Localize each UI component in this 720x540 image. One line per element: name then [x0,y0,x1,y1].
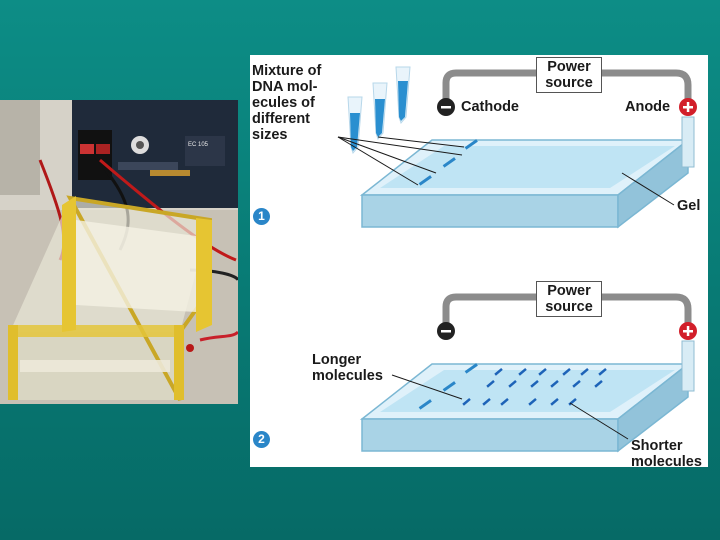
shorter-line-1: Shorter [631,438,683,454]
mixture-line-4: different [252,111,310,127]
anode-label: Anode [625,99,671,115]
diagram-graphics [337,66,697,453]
cathode-label: Cathode [461,99,519,115]
longer-molecules-label: Longer molecules [312,352,383,384]
power-source-line-2: source [545,75,593,91]
dna-bands [462,368,607,406]
electrophoresis-diagram: Mixture of DNA mol- ecules of different … [250,55,708,470]
step-badge-2: 2 [253,431,270,448]
mixture-line-5: sizes [252,127,288,143]
shorter-molecules-label: Shorter molecules [631,438,702,470]
mixture-line-2: DNA mol- [252,79,318,95]
power-source-line-1b: Power [547,283,591,299]
apparatus-illustration: EC 105 [0,100,238,404]
mixture-line-3: ecules of [252,95,315,111]
power-source-box-2: Power source [536,281,602,317]
mixture-label: Mixture of DNA mol- ecules of different … [252,63,321,143]
device-label: EC 105 [188,142,209,148]
power-source-box-1: Power source [536,57,602,93]
well-2 [442,157,456,168]
gel-label: Gel [677,198,701,214]
well-1 [418,175,432,186]
power-source-line-1: Power [547,59,591,75]
step-badge-1: 1 [253,208,270,225]
power-source-line-2b: source [545,299,593,315]
longer-line-2: molecules [312,368,383,384]
electrophoresis-photo: EC 105 [0,100,238,404]
mixture-line-1: Mixture of [252,63,322,79]
well-3 [464,139,478,150]
shorter-line-2: molecules [631,454,702,470]
longer-line-1: Longer [312,352,362,368]
